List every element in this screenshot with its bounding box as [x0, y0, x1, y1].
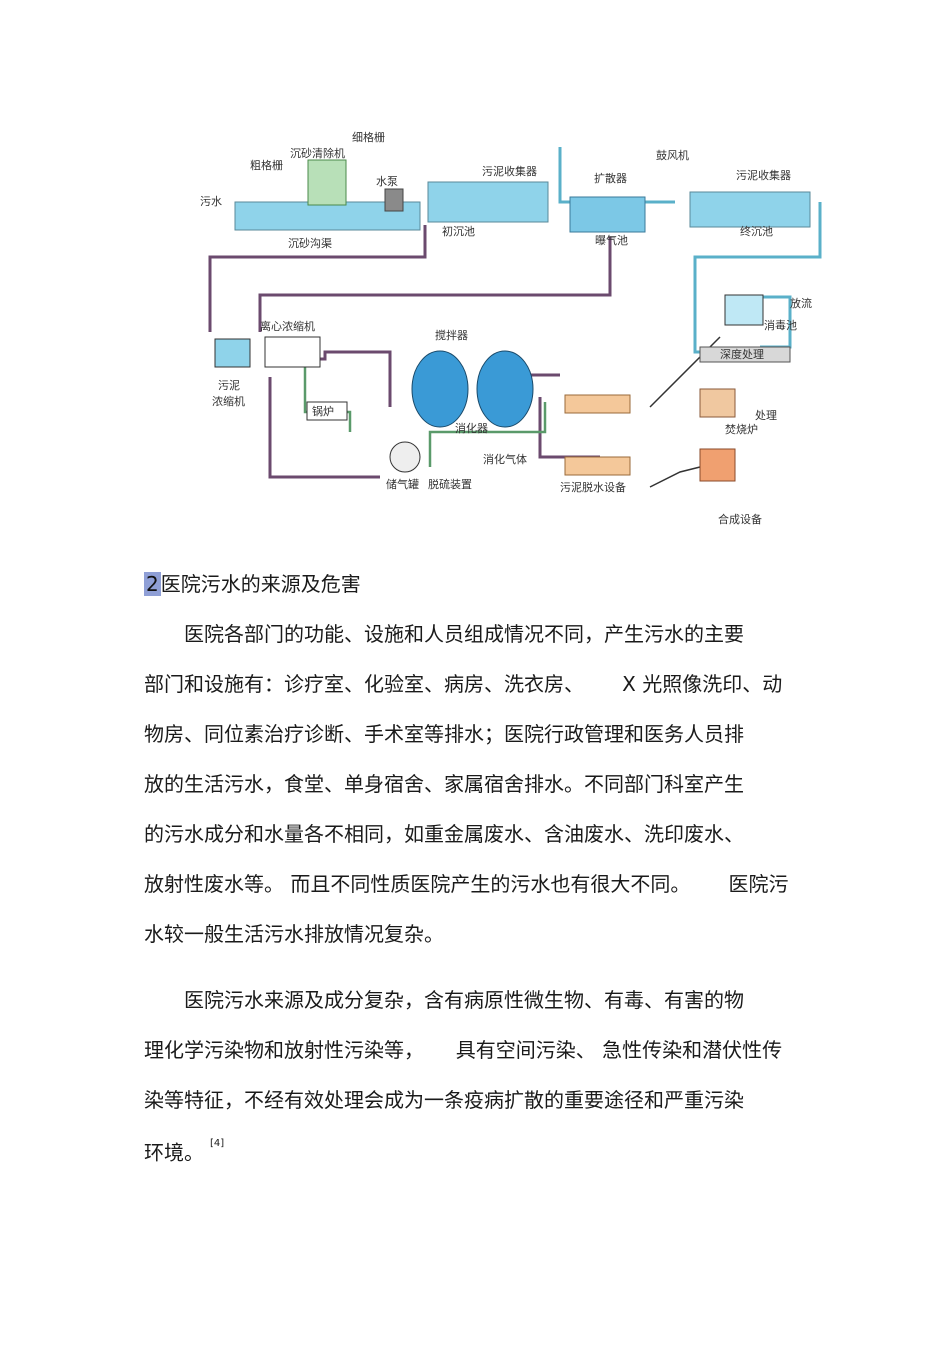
diagram-label-wastewater: 污水: [200, 195, 222, 208]
treatment-process-diagram: 污水 粗格栅 细格栅 沉砂清除机 水泵 沉砂沟渠 污泥收集器 初沉池 扩散器 鼓…: [180, 127, 844, 533]
diagram-label-digester: 消化器: [455, 421, 488, 435]
diagram-label-fine-screen: 细格栅: [352, 130, 385, 144]
diagram-label-desulfurization: 脱硫装置: [428, 477, 472, 491]
diagram-label-disinfection-tank: 消毒池: [764, 318, 797, 332]
diagram-label-gas-holder: 储气罐: [386, 477, 419, 491]
section-title: 医院污水的来源及危害: [160, 572, 361, 596]
diagram-label-final-tank: 终沉池: [740, 224, 773, 238]
diagram-label-agitator: 搅拌器: [435, 328, 468, 342]
diagram-label-diffuser: 扩散器: [594, 171, 627, 185]
diagram-label-boiler: 锅炉: [312, 405, 334, 418]
paragraph-line: 放射性废水等。 而且不同性质医院产生的污水也有很大不同。 医院污: [144, 872, 789, 896]
diagram-label-advanced-treatment: 深度处理: [720, 347, 764, 361]
diagram-label-centrifugal-thickener: 离心浓缩机: [260, 319, 315, 333]
diagram-label-sludge-collector-2: 污泥收集器: [736, 168, 791, 182]
diagram-label-digester-gas: 消化气体: [483, 452, 527, 466]
diagram-label-coarse-screen: 粗格栅: [250, 158, 283, 172]
diagram-label-disposal: 处理: [755, 409, 777, 422]
paragraph-line: 物房、同位素治疗诊断、手术室等排水；医院行政管理和医务人员排: [144, 722, 744, 746]
paragraph-sources: 医院各部门的功能、设施和人员组成情况不同，产生污水的主要 部门和设施有：诊疗室、…: [144, 609, 814, 959]
diagram-label-water-pump: 水泵: [376, 175, 398, 188]
paragraph-line: 的污水成分和水量各不相同，如重金属废水、含油废水、洗印废水、: [144, 822, 744, 846]
diagram-label-sludge-thickener: 污泥: [218, 379, 240, 392]
process-flow-svg: 污水 粗格栅 细格栅 沉砂清除机 水泵 沉砂沟渠 污泥收集器 初沉池 扩散器 鼓…: [180, 127, 844, 533]
section-number: 2: [144, 572, 161, 596]
paragraph-line: 医院各部门的功能、设施和人员组成情况不同，产生污水的主要: [184, 622, 744, 646]
diagram-label-grit-channel: 沉砂沟渠: [288, 237, 332, 250]
paragraph-line-last: 环境。 [4]: [144, 1125, 814, 1178]
citation-marker[interactable]: [4]: [210, 1138, 225, 1149]
diagram-label-sludge-collector-1: 污泥收集器: [482, 164, 537, 178]
diagram-label-discharge: 放流: [790, 296, 812, 310]
diagram-label-primary-tank: 初沉池: [442, 224, 475, 238]
diagram-label-aeration-tank: 曝气池: [595, 233, 628, 247]
paragraph-line: 放的生活污水，食堂、单身宿舍、家属宿舍排水。不同部门科室产生: [144, 772, 744, 796]
paragraph-line: 水较一般生活污水排放情况复杂。: [144, 922, 444, 946]
diagram-label-dewatering: 污泥脱水设备: [560, 480, 626, 494]
paragraph-line: 部门和设施有：诊疗室、化验室、病房、洗衣房、 X 光照像洗印、动: [144, 672, 783, 696]
paragraph-line: 医院污水来源及成分复杂，含有病原性微生物、有毒、有害的物: [184, 988, 744, 1012]
paragraph-line: 理化学污染物和放射性污染等， 具有空间污染、 急性传染和潜伏性传: [144, 1038, 783, 1062]
diagram-label-incinerator: 焚烧炉: [725, 423, 758, 436]
paragraph-hazards: 医院污水来源及成分复杂，含有病原性微生物、有毒、有害的物 理化学污染物和放射性污…: [144, 975, 814, 1178]
diagram-label-blower: 鼓风机: [656, 148, 689, 162]
paragraph-line: 染等特征，不经有效处理会成为一条疫病扩散的重要途径和严重污染: [144, 1088, 744, 1112]
diagram-label-sludge-thickener: 浓缩机: [212, 394, 245, 408]
diagram-label-synthesis: 合成设备: [718, 512, 762, 526]
paragraph-line-text: 环境。: [144, 1140, 204, 1165]
diagram-label-grit-remover: 沉砂清除机: [290, 146, 345, 160]
